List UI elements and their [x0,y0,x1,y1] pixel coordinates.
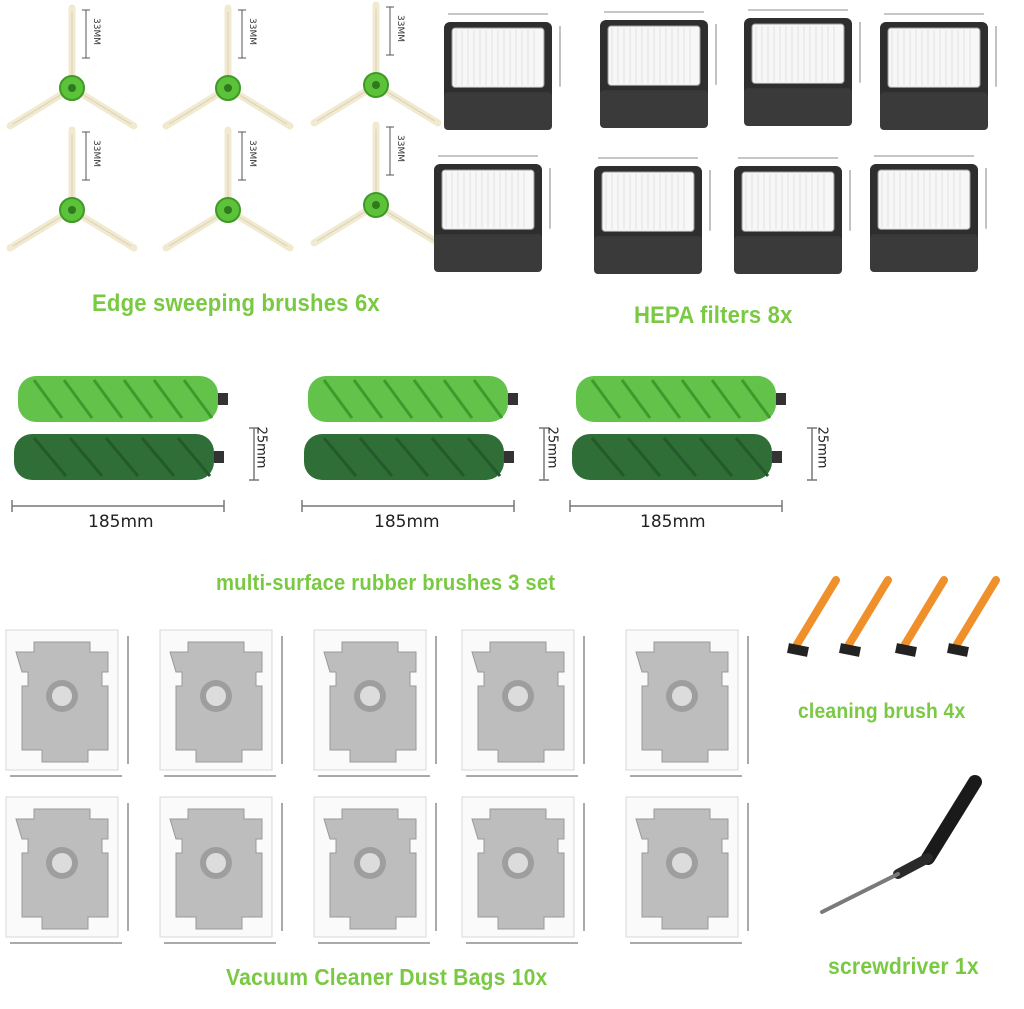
hepa-filter [444,13,561,130]
dust-bag [159,796,283,944]
roller-length-label-3: 185mm [640,512,706,532]
dust-bag [5,796,129,944]
edge-brushes-caption: Edge sweeping brushes 6x [92,290,380,317]
dust-bag [5,629,129,777]
edge-brush: 33MM [310,1,442,127]
roller-length-label-2: 185mm [374,512,440,532]
roller-diameter-label-3: 25mm [814,426,830,469]
hepa-filter [594,157,711,274]
dust-bag [313,796,437,944]
edge-brush: 33MM [162,4,294,130]
edge-brush-dimension: 33MM [395,15,405,42]
edge-brush-dimension: 33MM [91,18,101,45]
cleaning-brush [787,576,840,657]
edge-brush: 33MM [6,4,138,130]
hepa-filter [734,157,851,274]
rubber-roller-set [11,376,259,512]
edge-brush: 33MM [162,126,294,252]
dust-bag [625,796,749,944]
cleaning-brush-group [787,576,1000,657]
rubber-roller-group [11,376,817,512]
dust-bag [625,629,749,777]
edge-brush-dimension: 33MM [395,135,405,162]
hepa-filter [880,13,997,130]
cleaning-brush [895,576,948,657]
hepa-filter-group [434,9,997,274]
hepa-filter [434,155,551,272]
cleaning-brush-caption: cleaning brush 4x [798,700,966,723]
rubber-brushes-caption: multi-surface rubber brushes 3 set [216,570,556,595]
screwdriver-caption: screwdriver 1x [828,953,979,979]
rubber-roller-set [301,376,549,512]
edge-brush-dimension: 33MM [247,140,257,167]
edge-brush-group: 33MM 33MM 33MM 33MM 33MM 33MM [6,1,442,252]
screwdriver [820,775,982,914]
dust-bags-caption: Vacuum Cleaner Dust Bags 10x [226,964,548,990]
hepa-filter [870,155,987,272]
roller-diameter-label-2: 25mm [544,426,560,469]
dust-bag [461,629,585,777]
edge-brush-dimension: 33MM [247,18,257,45]
hepa-filter [744,9,861,126]
roller-length-label-1: 185mm [88,512,154,532]
hepa-filters-caption: HEPA filters 8x [634,302,793,329]
dust-bag [461,796,585,944]
dust-bag-group [5,629,749,944]
cleaning-brush [839,576,892,657]
dust-bag [159,629,283,777]
hepa-filter [600,11,717,128]
cleaning-brush [947,576,1000,657]
edge-brush: 33MM [6,126,138,252]
roller-diameter-label-1: 25mm [253,426,269,469]
screwdriver-group [820,775,982,914]
rubber-roller-set [569,376,817,512]
dust-bag [313,629,437,777]
edge-brush-dimension: 33MM [91,140,101,167]
edge-brush: 33MM [310,121,442,247]
